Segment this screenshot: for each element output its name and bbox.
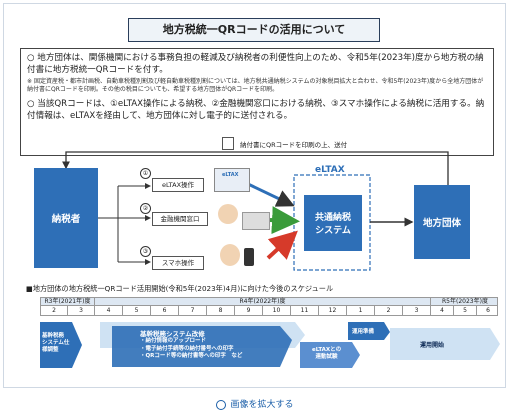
schedule-bar-review (40, 322, 82, 368)
taxpayer-box: 納税者 (34, 168, 98, 268)
schedule-title: ■地方団体の地方税統一QRコード活用開始(令和5年(2023年)4月)に向けた今… (26, 284, 334, 293)
link-test-line-2: 連動試験 (315, 354, 338, 360)
year-r4: R4年(2022年)度 (95, 298, 431, 306)
smartphone-icon (244, 248, 254, 266)
computer-icon (214, 168, 250, 192)
note-text-2: 当該QRコードは、①eLTAX操作による納税、②金融機関窓口における納税、③スマ… (27, 99, 485, 121)
schedule-bar-start (390, 328, 500, 360)
bank-terminal-icon (242, 212, 270, 230)
review-label: 基幹税務 システム仕 様調整 (42, 333, 76, 354)
note-mark: ※ (27, 78, 33, 85)
bullet-mark: ○ (27, 53, 35, 63)
month-cell: 3 (403, 306, 431, 315)
bank-clerk-icon (218, 204, 238, 224)
month-cell: 9 (235, 306, 263, 315)
document-icon (222, 137, 234, 150)
review-line-1: 基幹税務 (42, 333, 65, 339)
system-item: ・電子納付手続等の納付番号への印字 (140, 345, 234, 352)
op-num-1: ① (140, 168, 151, 179)
system-item: ・納付情報のアップロード (140, 338, 207, 344)
month-cell: 4 (431, 306, 454, 315)
notes-box: ○ 地方団体は、関係機関における事務負担の軽減及び納税者の利便性向上のため、令和… (20, 48, 494, 156)
eltax-logo: eLTAX (222, 172, 239, 178)
op-eltax-box: eLTAX操作 (152, 178, 204, 192)
schedule-bar-prep (348, 322, 390, 340)
note-small-text: 固定資産税・都市計画税、自動車税種別割及び軽自動車税種別割については、地方税共通… (27, 78, 484, 93)
schedule-month-row: 2 3 4 5 6 7 8 9 10 11 12 1 2 3 4 5 6 (40, 306, 498, 316)
month-cell: 11 (291, 306, 319, 315)
start-label: 運用開始 (420, 342, 445, 349)
month-cell: 5 (123, 306, 151, 315)
note-text-1: 地方団体は、関係機関における事務負担の軽減及び納税者の利便性向上のため、令和5年… (27, 53, 484, 75)
common-system-line1: 共通納税 (314, 213, 351, 223)
print-label: 納付書にQRコードを印刷の上、送付 (240, 141, 348, 149)
arrow-eltax (247, 182, 295, 207)
note-small: ※ 固定資産税・都市計画税、自動車税種別割及び軽自動車税種別割については、地方税… (27, 78, 487, 94)
year-r5: R5年(2023年)度 (442, 298, 488, 305)
month-cell: 2 (41, 306, 68, 315)
system-title: 基幹税務システム改修 (140, 330, 205, 338)
op-bank-box: 金融機関窓口 (152, 212, 208, 226)
zoom-link-text[interactable]: 画像を拡大する (230, 400, 294, 410)
month-cell: 4 (95, 306, 123, 315)
smartphone-user-icon (220, 244, 240, 266)
month-cell: 12 (319, 306, 347, 315)
local-gov-box: 地方団体 (414, 185, 470, 259)
op-num-3: ③ (140, 246, 151, 257)
op-smart-box: スマホ操作 (152, 256, 204, 270)
month-cell: 2 (375, 306, 403, 315)
month-cell: 6 (486, 307, 490, 314)
month-cell: 6 (151, 306, 179, 315)
zoom-link[interactable]: 画像を拡大する (0, 397, 510, 410)
month-cell: 7 (179, 306, 207, 315)
op-num-2: ② (140, 203, 151, 214)
review-line-3: 様調整 (42, 347, 59, 353)
year-r3: R3年(2021年)度 (41, 298, 95, 306)
flow-diagram (40, 151, 500, 368)
month-cell: 3 (68, 306, 95, 315)
note-paragraph-1: ○ 地方団体は、関係機関における事務負担の軽減及び納税者の利便性向上のため、令和… (27, 52, 487, 76)
system-items: ・納付情報のアップロード ・電子納付手続等の納付番号への印字 ・QRコード等の納… (140, 338, 242, 361)
month-cell: 5 (454, 306, 477, 315)
arrow-bank (269, 206, 300, 235)
print-send-arrow (62, 151, 449, 185)
schedule-bar-test (300, 342, 360, 368)
link-test-label: eLTAXとの 連動試験 (312, 347, 341, 361)
link-test-line-1: eLTAXとの (312, 347, 342, 353)
month-cell: 1 (347, 306, 375, 315)
month-cell: 10 (263, 306, 291, 315)
bullet-mark: ○ (27, 99, 35, 109)
schedule-year-row: R3年(2021年)度 R4年(2022年)度 R5年(2023年)度 (40, 297, 498, 306)
page-title: 地方税統一QRコードの活用について (128, 18, 380, 42)
review-line-2: システム仕 (42, 340, 70, 346)
common-tax-system-box: 共通納税 システム (304, 195, 362, 251)
prep-label: 運用準備 (352, 329, 375, 335)
zoom-icon (216, 399, 227, 410)
schedule-bar-main (112, 326, 292, 367)
eltax-label: eLTAX (315, 165, 345, 175)
system-item: ・QRコード等の納付書等への印字 など (140, 353, 243, 359)
common-system-line2: システム (315, 226, 351, 236)
note-paragraph-2: ○ 当該QRコードは、①eLTAX操作による納税、②金融機関窓口における納税、③… (27, 98, 487, 122)
arrow-smart (266, 230, 298, 260)
month-cell: 8 (207, 306, 235, 315)
